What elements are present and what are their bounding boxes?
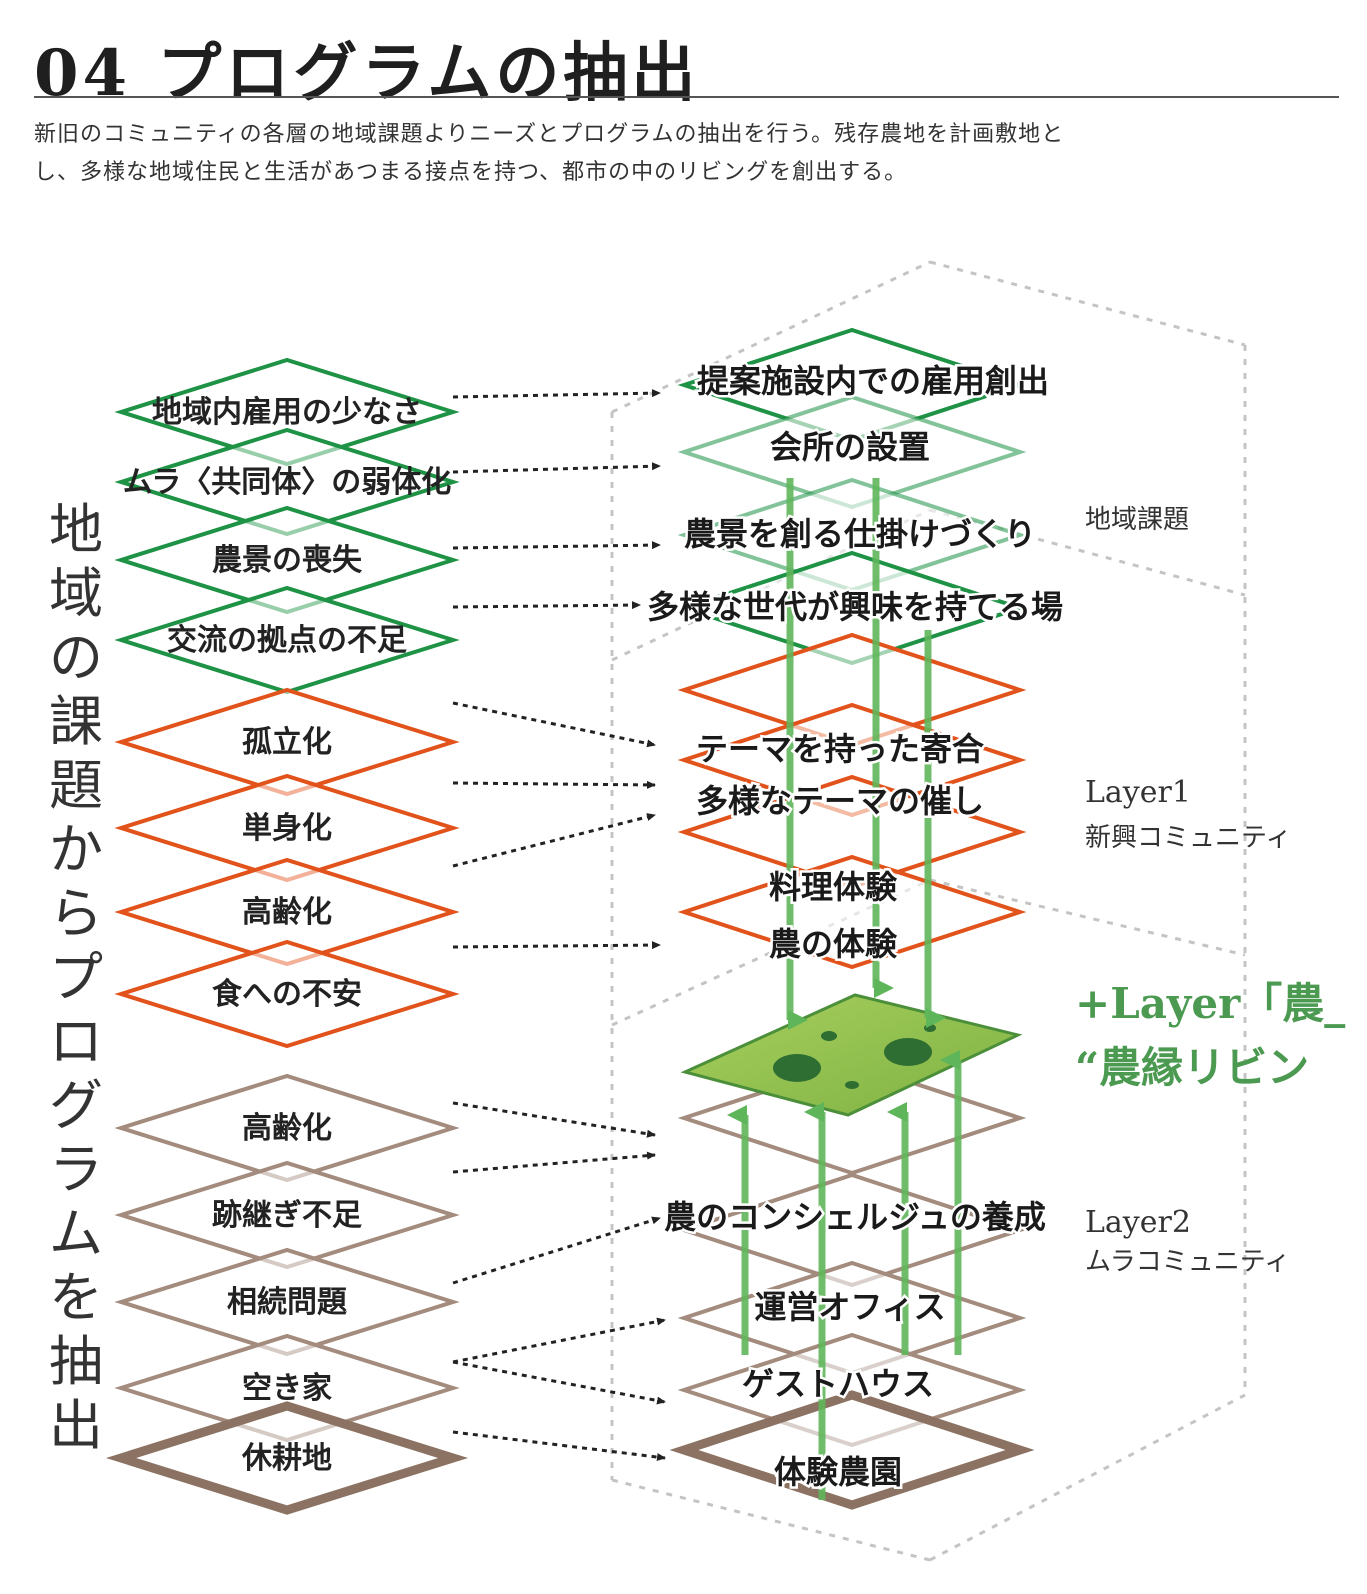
vertical-label-char: ラ	[49, 1138, 103, 1201]
layer1-title: Layer1	[1085, 775, 1191, 810]
left-issue-label: 孤立化	[242, 725, 332, 760]
vertical-label-char: か	[49, 818, 103, 881]
layer2-subtitle: ムラコミュニティ	[1085, 1247, 1290, 1277]
left-layer-diamond	[114, 585, 460, 695]
left-layer-diamond	[114, 773, 460, 883]
description-line-2: し、多様な地域住民と生活があつまる接点を持つ、都市の中のリビングを創出する。	[34, 160, 908, 185]
connector-arrow	[452, 1151, 656, 1174]
layer2-title: Layer2	[1085, 1205, 1191, 1240]
left-layer-diamond	[105, 1401, 469, 1515]
left-layer-diamond	[114, 857, 460, 967]
vertical-label-char: プ	[49, 946, 103, 1009]
left-issue-label: 高齢化	[242, 1111, 332, 1146]
vertical-label-char: ム	[49, 1202, 103, 1265]
dotted-connectors	[452, 389, 666, 1461]
right-program-label: 運営オフィス	[754, 1288, 945, 1326]
connector-arrow	[452, 389, 661, 399]
left-issue-stack: 地域内雇用の少なさムラ〈共同体〉の弱体化農景の喪失交流の拠点の不足孤立化単身化高…	[105, 357, 469, 1515]
layer1-subtitle: 新興コミュニティ	[1085, 823, 1291, 853]
description-line-1: 新旧のコミュニティの各層の地域課題よりニーズとプログラムの抽出を行う。残存農地を…	[34, 122, 1065, 147]
left-layer-diamond	[114, 427, 460, 537]
dotted-frame	[610, 260, 1247, 1562]
connector-arrow	[452, 541, 661, 550]
vertical-label-char: 域	[49, 562, 103, 625]
green-arrows	[727, 478, 962, 1500]
connector-arrow	[452, 1216, 661, 1285]
vertical-label-char: の	[49, 626, 103, 689]
left-layer-diamond	[114, 939, 460, 1049]
vertical-label-char: グ	[49, 1074, 103, 1137]
plus-layer-title: +Layer「農_	[1075, 979, 1345, 1028]
left-issue-label: 跡継ぎ不足	[212, 1198, 362, 1233]
vertical-label-char: ら	[49, 882, 103, 945]
connector-arrow	[452, 701, 656, 748]
left-layer-diamond	[114, 505, 460, 615]
left-issue-label: 農景の喪失	[212, 543, 363, 578]
connector-arrow	[452, 1101, 656, 1138]
vertical-label-char: 題	[49, 754, 103, 817]
right-layer-diamond	[677, 550, 1027, 666]
right-program-label: 多様なテーマの催し	[696, 782, 984, 820]
right-program-label: テーマを持った寄合	[696, 730, 984, 768]
right-program-label: 農景を創る仕掛けづくり	[684, 515, 1036, 553]
farm-field-layer	[680, 993, 1023, 1117]
left-issue-label: ムラ〈共同体〉の弱体化	[123, 465, 452, 500]
left-issue-label: 相続問題	[227, 1285, 347, 1320]
vertical-label: 地域の課題からプログラムを抽出	[40, 498, 112, 1458]
vertical-label-char: 抽	[49, 1330, 103, 1393]
left-layer-diamond	[114, 1160, 460, 1270]
left-issue-label: 交流の拠点の不足	[167, 623, 407, 658]
left-layer-diamond	[114, 1073, 460, 1183]
connector-arrow	[452, 1430, 666, 1461]
left-issue-label: 地域内雇用の少なさ	[152, 395, 422, 430]
left-layer-diamond	[114, 1247, 460, 1357]
title-divider	[34, 96, 1339, 98]
left-issue-label: 単身化	[242, 811, 332, 846]
vertical-label-char: 地	[49, 498, 103, 561]
connector-arrow	[452, 1360, 666, 1405]
left-issue-label: 高齢化	[242, 895, 332, 930]
connector-arrow	[452, 941, 661, 950]
right-layer-diamond	[669, 1390, 1035, 1510]
right-layer-diamond	[677, 1172, 1027, 1288]
vertical-label-char: を	[49, 1266, 103, 1329]
vertical-label-char: 出	[49, 1394, 103, 1457]
connector-arrow	[452, 1317, 666, 1364]
right-program-label: 多様な世代が興味を持てる場	[647, 588, 1063, 626]
right-program-label: 体験農園	[774, 1453, 902, 1491]
connector-arrow	[452, 813, 656, 868]
right-program-label: 提案施設内での雇用創出	[697, 362, 1049, 400]
vertical-label-char: ロ	[49, 1010, 103, 1073]
regional-label: 地域課題	[1085, 505, 1189, 535]
right-layer-diamond	[677, 854, 1027, 970]
connector-arrow	[452, 601, 641, 610]
right-program-label: 農の体験	[769, 925, 898, 963]
right-layer-diamond	[677, 394, 1027, 510]
right-layer-diamond	[677, 774, 1027, 890]
left-issue-label: 休耕地	[241, 1441, 332, 1476]
vertical-label-char: 課	[49, 690, 103, 753]
connector-arrow	[452, 780, 656, 789]
left-issue-label: 空き家	[242, 1371, 332, 1406]
left-issue-label: 食への不安	[212, 977, 362, 1012]
left-layer-diamond	[114, 687, 460, 797]
right-program-label: ゲストハウス	[742, 1365, 934, 1403]
right-program-label: 料理体験	[769, 868, 898, 906]
right-program-stack	[669, 327, 1035, 1510]
right-program-label: 会所の設置	[770, 428, 930, 466]
plus-layer-subtitle: “農縁リビン	[1075, 1043, 1309, 1092]
page-title: 04 プログラムの抽出	[34, 36, 700, 111]
right-program-label: 農のコンシェルジュの養成	[664, 1198, 1046, 1236]
connector-arrow	[452, 462, 661, 474]
